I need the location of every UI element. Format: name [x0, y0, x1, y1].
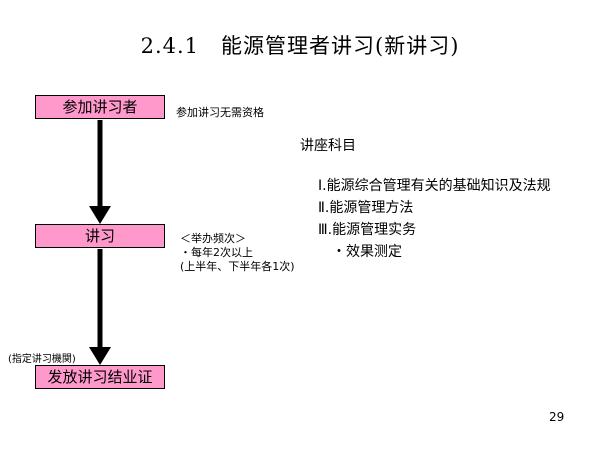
agency-label: (指定讲习機関) — [8, 354, 76, 365]
frequency-notes: ＜举办频次＞ ・每年2次以上 (上半年、下半年各1次) — [180, 232, 295, 274]
arrow-head-1 — [89, 206, 111, 224]
participant-note: 参加讲习无需资格 — [176, 106, 264, 119]
course-item-3: Ⅲ.能源管理实务 — [318, 222, 417, 238]
frequency-line-2: (上半年、下半年各1次) — [180, 260, 295, 273]
flow-box-lecture: 讲习 — [35, 224, 165, 248]
course-item-1: Ⅰ.能源综合管理有关的基础知识及法规 — [318, 178, 551, 194]
slide-title: 2.4.1 能源管理者讲习(新讲习) — [140, 34, 460, 58]
course-item-2: Ⅱ.能源管理方法 — [318, 200, 414, 216]
flow-box-certificate: 发放讲习结业证 — [35, 365, 165, 389]
page-number: 29 — [549, 410, 565, 424]
course-list: Ⅰ.能源综合管理有关的基础知识及法规 Ⅱ.能源管理方法 Ⅲ.能源管理实务 ・效果… — [318, 175, 551, 263]
course-heading: 讲座科目 — [300, 138, 356, 154]
course-item-4: ・效果测定 — [318, 244, 402, 260]
frequency-line-1: ・每年2次以上 — [180, 246, 253, 259]
arrow-head-2 — [89, 347, 111, 365]
frequency-heading: ＜举办频次＞ — [180, 232, 246, 245]
flow-box-participant: 参加讲习者 — [35, 95, 165, 119]
